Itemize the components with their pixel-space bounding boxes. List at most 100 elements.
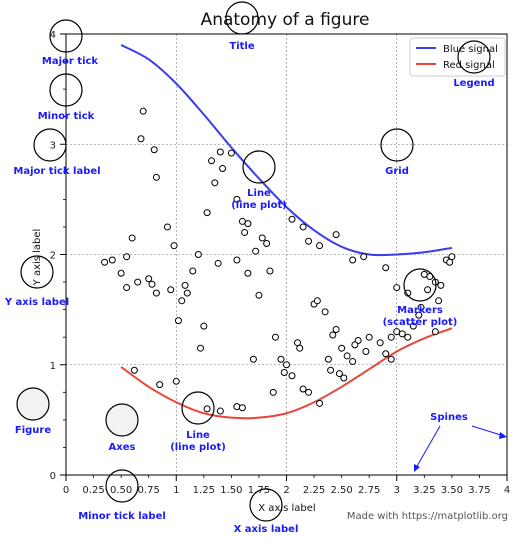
scatter-marker xyxy=(216,148,224,156)
scatter-marker xyxy=(299,385,307,393)
y-tick-label: 1 xyxy=(50,361,56,372)
scatter-marker xyxy=(329,331,337,339)
x-axis-label-circle xyxy=(249,488,283,522)
y-axis-label: Y axis label xyxy=(32,229,43,287)
annotation-circles xyxy=(16,1,491,522)
scatter-marker xyxy=(233,403,241,411)
scatter-marker xyxy=(398,330,406,338)
scatter-marker xyxy=(263,239,271,247)
scatter-marker xyxy=(241,228,249,236)
ann-line-upper-1: Line xyxy=(247,188,271,199)
scatter-marker xyxy=(167,286,175,294)
spines-arrow-right xyxy=(471,425,505,437)
x-tick-label: 2 xyxy=(283,485,289,496)
annotation-labels: Major tick Minor tick Major tick label Y… xyxy=(4,41,495,535)
scatter-marker xyxy=(446,258,454,266)
scatter-marker xyxy=(431,328,439,336)
ann-grid: Grid xyxy=(385,166,409,177)
scatter-marker xyxy=(183,289,191,297)
scatter-marker xyxy=(178,297,186,305)
scatter-marker xyxy=(200,322,208,330)
scatter-marker xyxy=(288,372,296,380)
y-tick-label: 0 xyxy=(50,471,56,482)
spines-arrowhead-left xyxy=(414,464,420,472)
major-tick-circle xyxy=(49,19,83,53)
scatter-marker xyxy=(349,256,357,264)
scatter-marker xyxy=(332,231,340,239)
ann-spines: Spines xyxy=(430,412,468,423)
legend-red-label: Red signal xyxy=(443,60,495,71)
scatter-marker xyxy=(137,135,145,143)
scatter-marker xyxy=(123,284,131,292)
scatter-marker xyxy=(150,146,158,154)
scatter-marker xyxy=(321,308,329,316)
x-tick-label: 0 xyxy=(63,485,69,496)
scatter-marker xyxy=(283,361,290,369)
scatter-marker xyxy=(170,242,178,250)
scatter-marker xyxy=(227,149,235,157)
x-tick-label: 0.50 xyxy=(110,485,132,496)
y-tick-label: 4 xyxy=(50,30,56,41)
scatter-marker xyxy=(174,317,182,325)
scatter-marker xyxy=(189,267,197,275)
grid-circle xyxy=(380,128,414,162)
scatter-marker xyxy=(252,247,260,255)
spines-arrowhead-right xyxy=(499,432,507,439)
ann-y-axis-label: Y axis label xyxy=(4,297,69,308)
scatter-marker xyxy=(437,281,445,289)
red-signal-line xyxy=(120,327,453,420)
scatter-marker xyxy=(351,341,359,349)
x-tick-label: 1 xyxy=(173,485,179,496)
scatter-marker xyxy=(172,377,180,385)
scatter-marker xyxy=(305,388,313,396)
scatter-marker xyxy=(424,286,432,294)
scatter-marker xyxy=(139,107,147,115)
x-tick-label: 2.25 xyxy=(303,485,325,496)
ann-legend: Legend xyxy=(453,78,494,89)
y-tick-label: 3 xyxy=(50,140,56,151)
line-lower-circle xyxy=(181,391,215,425)
scatter-marker xyxy=(216,407,224,415)
scatter-marker xyxy=(152,289,160,297)
plot-data xyxy=(101,44,456,420)
x-tick-label: 1.50 xyxy=(220,485,242,496)
ann-minor-tick-label: Minor tick label xyxy=(78,511,166,522)
x-tick-label: 0.25 xyxy=(82,485,104,496)
scatter-marker xyxy=(376,339,384,347)
scatter-marker xyxy=(163,223,171,231)
scatter-marker xyxy=(387,355,395,363)
scatter-marker xyxy=(211,179,219,187)
x-tick-label: 2.50 xyxy=(330,485,352,496)
scatter-marker xyxy=(313,297,321,305)
footer-credit: Made with https://matplotlib.org xyxy=(347,511,508,522)
scatter-marker xyxy=(148,280,156,288)
major-tick-label-circle xyxy=(33,128,67,162)
blue-signal-line xyxy=(120,44,453,257)
scatter-marker xyxy=(134,278,142,286)
scatter-marker xyxy=(108,256,116,264)
scatter-marker xyxy=(197,344,205,352)
x-tick-label: 3.50 xyxy=(441,485,463,496)
scatter-marker xyxy=(409,322,417,330)
scatter-marker xyxy=(340,374,348,382)
scatter-marker xyxy=(362,348,370,356)
scatter-marker xyxy=(335,370,343,378)
scatter-marker xyxy=(332,325,340,333)
x-tick-label: 1.25 xyxy=(193,485,215,496)
scatter-marker xyxy=(214,259,222,267)
scatter-marker xyxy=(393,284,401,292)
scatter-marker xyxy=(343,352,351,360)
minor-tick-circle xyxy=(49,73,83,107)
scatter-marker xyxy=(269,388,277,396)
ann-axes: Axes xyxy=(109,442,136,453)
x-tick-label: 3 xyxy=(394,485,400,496)
scatter-marker xyxy=(324,355,332,363)
scatter-marker xyxy=(288,215,296,223)
legend-blue-label: Blue signal xyxy=(443,44,498,55)
ann-line-upper-2: (line plot) xyxy=(231,200,287,211)
scatter-marker xyxy=(415,311,423,319)
x-tick-label: 2.75 xyxy=(358,485,380,496)
scatter-marker xyxy=(404,333,412,341)
scatter-marker xyxy=(296,344,304,352)
